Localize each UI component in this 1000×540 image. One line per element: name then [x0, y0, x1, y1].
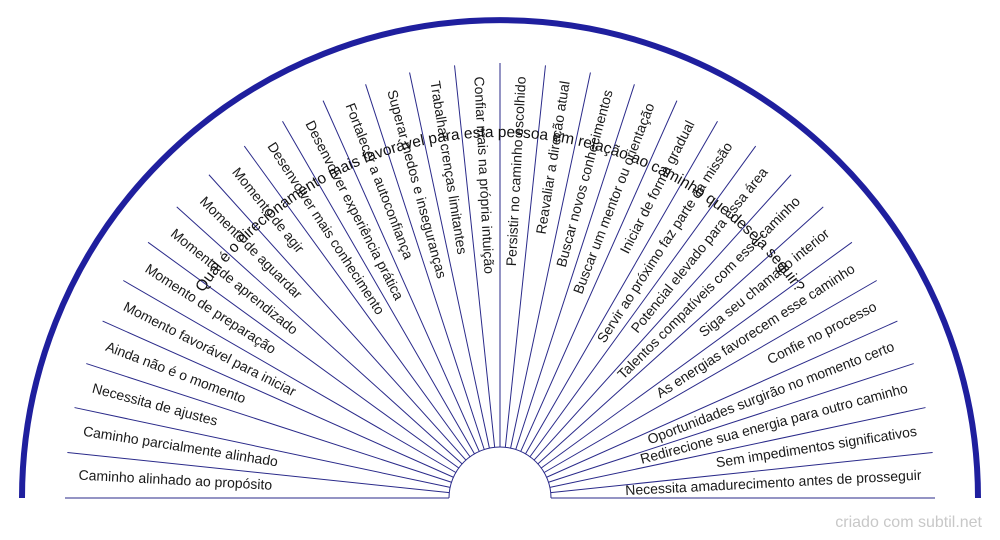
segment-divider	[322, 100, 480, 452]
segment-dividers	[65, 63, 935, 499]
segment-divider	[525, 121, 718, 455]
segment-divider	[365, 84, 485, 450]
segment-divider	[543, 280, 877, 473]
segment-divider	[537, 206, 824, 465]
segment-divider	[86, 363, 452, 483]
segment-divider	[208, 174, 467, 461]
segment-divider	[550, 452, 933, 494]
inner-arc	[448, 446, 552, 499]
segment-divider	[243, 145, 471, 458]
segment-label: Necessita amadurecimento antes de prosse…	[625, 467, 922, 499]
segment-divider	[282, 121, 475, 455]
outer-arc	[19, 17, 981, 499]
segment-divider	[74, 407, 451, 488]
segment-label: Confiar mais na própria intuição	[471, 76, 497, 274]
segment-divider	[529, 145, 757, 458]
segment-divider	[409, 72, 490, 449]
segment-divider	[546, 320, 898, 478]
segment-divider	[176, 206, 463, 465]
segment-divider	[454, 65, 496, 448]
segment-divider	[147, 241, 460, 469]
segment-label: Persistir no caminho escolhido	[503, 76, 529, 267]
credit-text: criado com subtil.net	[835, 514, 982, 531]
segment-divider	[540, 241, 853, 469]
segment-divider	[510, 72, 591, 449]
segment-divider	[123, 280, 457, 473]
segment-divider	[504, 65, 546, 448]
segment-divider	[102, 320, 454, 478]
segment-divider	[548, 363, 914, 483]
segment-divider	[549, 407, 926, 488]
segment-divider	[515, 84, 635, 450]
segment-divider	[67, 452, 450, 494]
segment-label: Caminho alinhado ao propósito	[78, 467, 273, 493]
segment-divider	[533, 174, 792, 461]
segment-divider	[520, 100, 678, 452]
